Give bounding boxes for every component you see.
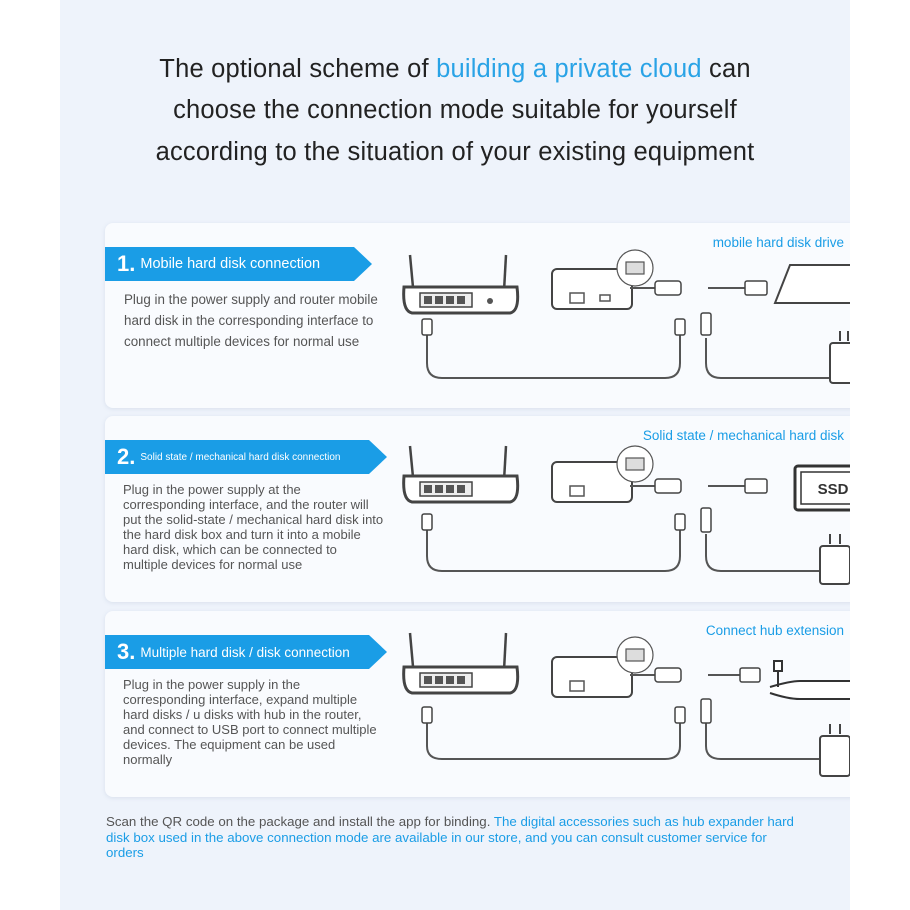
footer-note: Scan the QR code on the package and inst…: [106, 814, 806, 861]
headline-text: The optional scheme of: [159, 55, 437, 83]
section-card-2: 2. Solid state / mechanical hard disk co…: [105, 416, 850, 602]
cloud-box-icon: [551, 445, 654, 503]
section-description: Plug in the power supply and router mobi…: [124, 292, 378, 349]
section-description: Plug in the power supply at the correspo…: [123, 482, 384, 572]
section-banner-3: 3. Multiple hard disk / disk connection: [105, 635, 387, 669]
page: The optional scheme of building a privat…: [60, 0, 850, 910]
external-hdd-icon: [773, 264, 850, 304]
section-title: Mobile hard disk connection: [140, 256, 321, 272]
section-banner-1: 1. Mobile hard disk connection: [105, 247, 372, 281]
headline-line-1: The optional scheme of building a privat…: [60, 55, 850, 84]
device-label: mobile hard disk drive: [712, 235, 844, 250]
router-icon: [402, 254, 520, 315]
plug-icons: [421, 478, 768, 533]
cloud-box-icon: [551, 636, 654, 698]
section-title: Solid state / mechanical hard disk conne…: [140, 451, 341, 463]
section-number: 1.: [117, 251, 136, 276]
cable-lines: [426, 674, 835, 760]
cloud-box-icon: [551, 249, 654, 310]
headline-line-2: choose the connection mode suitable for …: [173, 96, 737, 124]
device-label: Solid state / mechanical hard disk: [642, 428, 844, 443]
section-number: 2.: [117, 444, 136, 469]
cable-lines: [426, 287, 845, 379]
section-title: Multiple hard disk / disk connection: [140, 644, 350, 660]
connection-diagram-1: [402, 249, 850, 384]
section-banner-2: 2. Solid state / mechanical hard disk co…: [105, 440, 387, 474]
section-description: Plug in the power supply in the correspo…: [123, 677, 377, 767]
power-adapter-icon: [829, 331, 850, 384]
section-number: 3.: [117, 639, 136, 664]
plug-icons: [421, 280, 768, 336]
headline-text: can: [701, 55, 751, 83]
usb-hub-icon: [769, 660, 850, 700]
connection-diagram-3: [402, 632, 850, 777]
router-icon: [402, 632, 520, 695]
headline-line-3: according to the situation of your exist…: [155, 138, 755, 166]
footer-highlight: The digital accessories such as hub expa…: [106, 814, 794, 860]
section-card-3: 3. Multiple hard disk / disk connection …: [105, 611, 850, 797]
plug-icons: [421, 667, 761, 724]
ssd-icon: SSD: [793, 464, 850, 512]
power-adapter-icon: [819, 724, 850, 777]
device-label: Connect hub extension: [705, 623, 844, 638]
router-icon: [402, 445, 520, 504]
connection-diagram-2: SSD: [402, 445, 850, 585]
power-adapter-icon: [819, 534, 850, 585]
section-card-1: 1. Mobile hard disk connection Plug in t…: [105, 223, 850, 408]
cable-lines: [426, 485, 835, 572]
ssd-label: SSD: [818, 481, 849, 498]
headline-highlight: building a private cloud: [436, 55, 702, 83]
footer-text: Scan the QR code on the package and inst…: [106, 814, 494, 829]
